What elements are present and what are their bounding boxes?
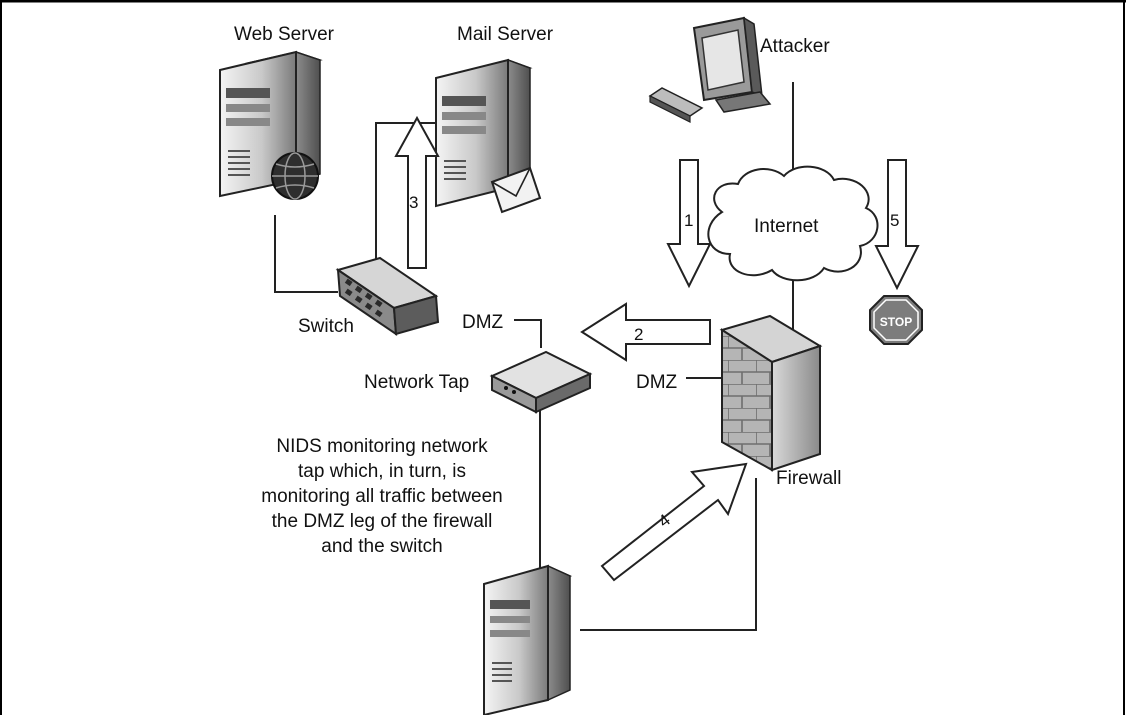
firewall-label: Firewall — [776, 468, 841, 489]
switch-to-tap-wire — [514, 319, 542, 348]
nids-note-line-1: NIDS monitoring network — [276, 436, 488, 457]
step-3-arrow: 3 — [394, 115, 440, 269]
firewall — [719, 314, 823, 472]
step-1-number: 1 — [684, 211, 693, 230]
stop-sign-icon: STOP — [869, 295, 923, 345]
nids-note: NIDS monitoring network tap which, in tu… — [261, 436, 503, 557]
step-5-arrow: 5 — [874, 159, 920, 291]
nids-to-firewall-wire — [580, 478, 757, 631]
dmz-firewall-label: DMZ — [636, 372, 678, 393]
step-5-number: 5 — [890, 211, 899, 230]
stop-sign-text: STOP — [880, 315, 912, 329]
mail-server — [435, 58, 542, 214]
mail-server-label: Mail Server — [457, 24, 554, 45]
step-1-arrow: 1 — [666, 159, 712, 289]
attacker-workstation — [648, 16, 772, 123]
attacker-label: Attacker — [760, 36, 830, 57]
step-2-arrow: 2 — [580, 302, 711, 362]
switch-label: Switch — [298, 316, 354, 337]
nids-note-line-2: tap which, in turn, is — [298, 461, 466, 482]
web-server-to-switch-wire — [274, 215, 338, 293]
web-server-label: Web Server — [234, 24, 335, 45]
nids-note-line-5: and the switch — [321, 536, 442, 557]
nids-note-line-3: monitoring all traffic between — [261, 486, 503, 507]
network-tap-label: Network Tap — [364, 372, 469, 393]
internet-label: Internet — [754, 216, 819, 237]
internet-cloud — [707, 165, 879, 282]
web-server — [219, 50, 323, 200]
step-4-arrow: 4 — [600, 462, 748, 582]
keyboard-icon — [648, 87, 704, 123]
nids-server — [483, 564, 573, 715]
globe-icon — [271, 152, 319, 200]
dmz-switch-label: DMZ — [462, 312, 504, 333]
network-switch — [335, 256, 440, 336]
switch-ports-icon — [344, 278, 383, 318]
network-tap — [489, 350, 593, 414]
envelope-icon — [490, 166, 542, 214]
step-2-number: 2 — [634, 325, 643, 344]
step-3-number: 3 — [409, 193, 418, 212]
nids-note-line-4: the DMZ leg of the firewall — [272, 511, 493, 532]
